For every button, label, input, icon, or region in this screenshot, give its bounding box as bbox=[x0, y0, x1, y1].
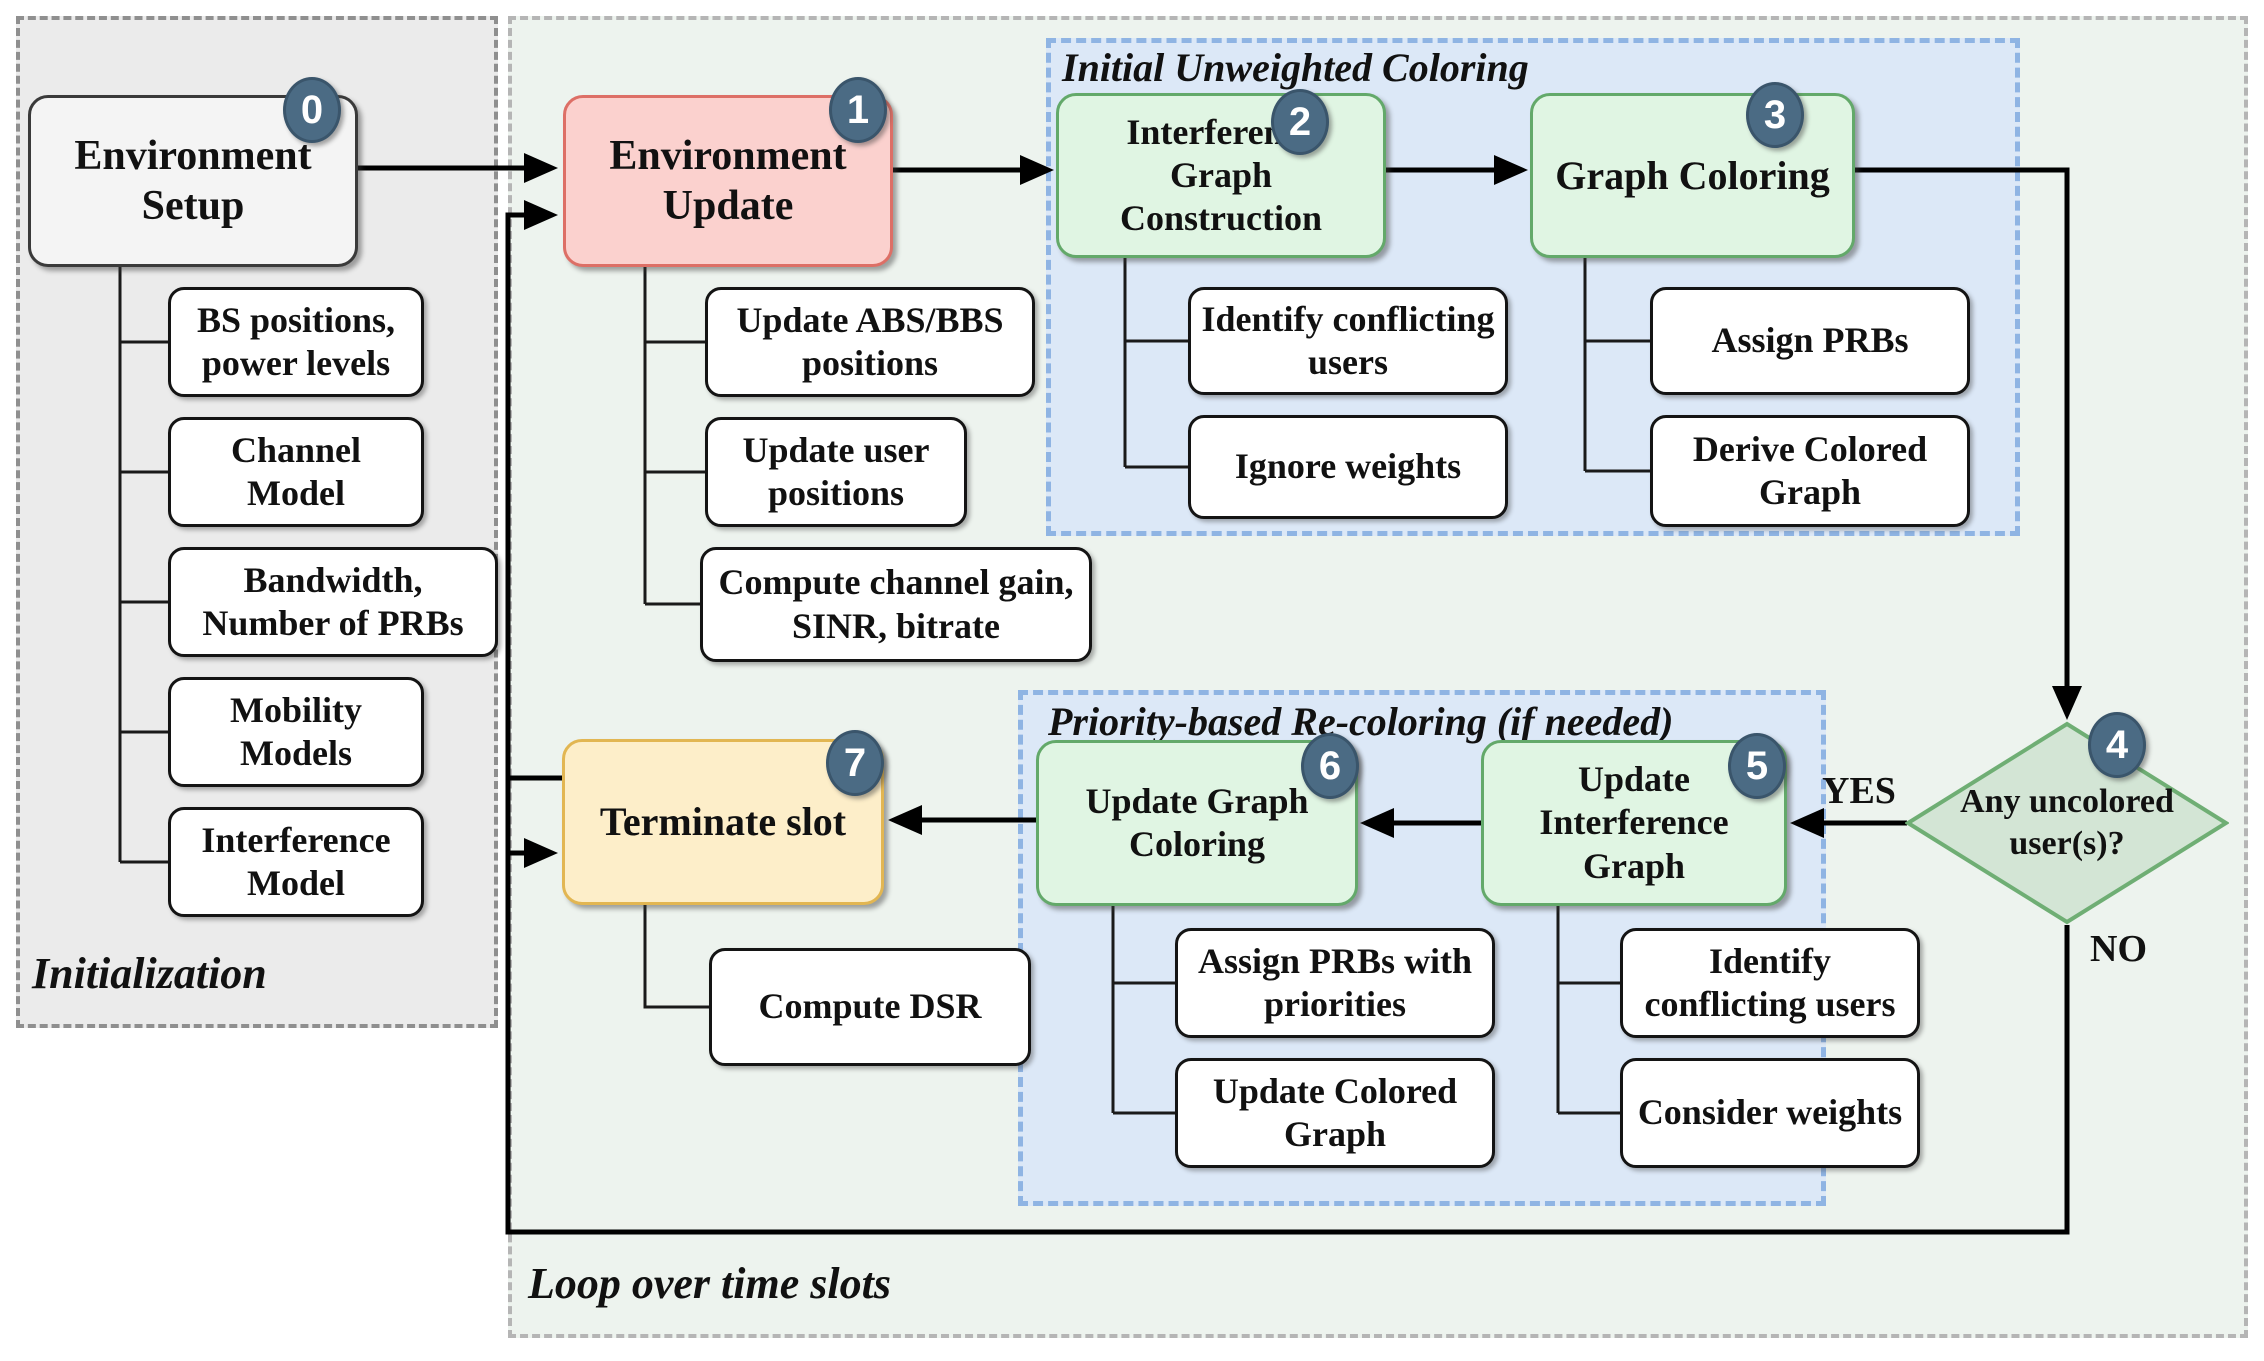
edge-label-yes: YES bbox=[1822, 770, 1896, 812]
detail-compute-dsr: Compute DSR bbox=[709, 948, 1031, 1066]
detail-interference-model: Interference Model bbox=[168, 807, 424, 917]
detail-mobility-models: Mobility Models bbox=[168, 677, 424, 787]
step-badge-6: 6 bbox=[1301, 733, 1359, 799]
label-priority-recoloring: Priority-based Re-coloring (if needed) bbox=[1048, 699, 1674, 744]
label-loop-over-time-slots: Loop over time slots bbox=[528, 1259, 891, 1308]
step-badge-2: 2 bbox=[1271, 89, 1329, 155]
detail-compute-channel: Compute channel gain, SINR, bitrate bbox=[700, 547, 1092, 662]
detail-ignore-weights: Ignore weights bbox=[1188, 415, 1508, 519]
step-badge-3: 3 bbox=[1746, 82, 1804, 148]
step-badge-0: 0 bbox=[283, 77, 341, 143]
detail-update-abs-bbs: Update ABS/BBS positions bbox=[705, 287, 1035, 397]
step-badge-4: 4 bbox=[2088, 712, 2146, 778]
detail-assign-prbs-priorities: Assign PRBs with priorities bbox=[1175, 928, 1495, 1038]
detail-update-user-positions: Update user positions bbox=[705, 417, 967, 527]
detail-derive-colored-graph: Derive Colored Graph bbox=[1650, 415, 1970, 527]
step-badge-5: 5 bbox=[1728, 733, 1786, 799]
step-badge-7: 7 bbox=[826, 730, 884, 796]
detail-consider-weights: Consider weights bbox=[1620, 1058, 1920, 1168]
detail-identify-conflicting-users-1: Identify conflicting users bbox=[1188, 287, 1508, 395]
label-initial-unweighted-coloring: Initial Unweighted Coloring bbox=[1062, 45, 1529, 90]
diamond-shape bbox=[1905, 721, 2229, 925]
detail-channel-model: Channel Model bbox=[168, 417, 424, 527]
detail-bs-positions: BS positions, power levels bbox=[168, 287, 424, 397]
detail-bandwidth-prbs: Bandwidth, Number of PRBs bbox=[168, 547, 498, 657]
decision-label: Any uncolored user(s)? bbox=[1960, 782, 2174, 863]
edge-label-no: NO bbox=[2090, 928, 2147, 970]
detail-identify-conflicting-users-2: Identify conflicting users bbox=[1620, 928, 1920, 1038]
detail-update-colored-graph: Update Colored Graph bbox=[1175, 1058, 1495, 1168]
node-decision-any-uncolored: Any uncolored user(s)? bbox=[1905, 721, 2229, 925]
node-graph-coloring: Graph Coloring bbox=[1530, 93, 1855, 258]
label-initialization: Initialization bbox=[32, 949, 267, 998]
arrowheads bbox=[524, 153, 2082, 868]
detail-assign-prbs: Assign PRBs bbox=[1650, 287, 1970, 395]
node-interference-graph-construction: Interference Graph Construction bbox=[1056, 93, 1386, 258]
tree-connectors bbox=[118, 258, 1650, 1115]
step-badge-1: 1 bbox=[829, 77, 887, 143]
